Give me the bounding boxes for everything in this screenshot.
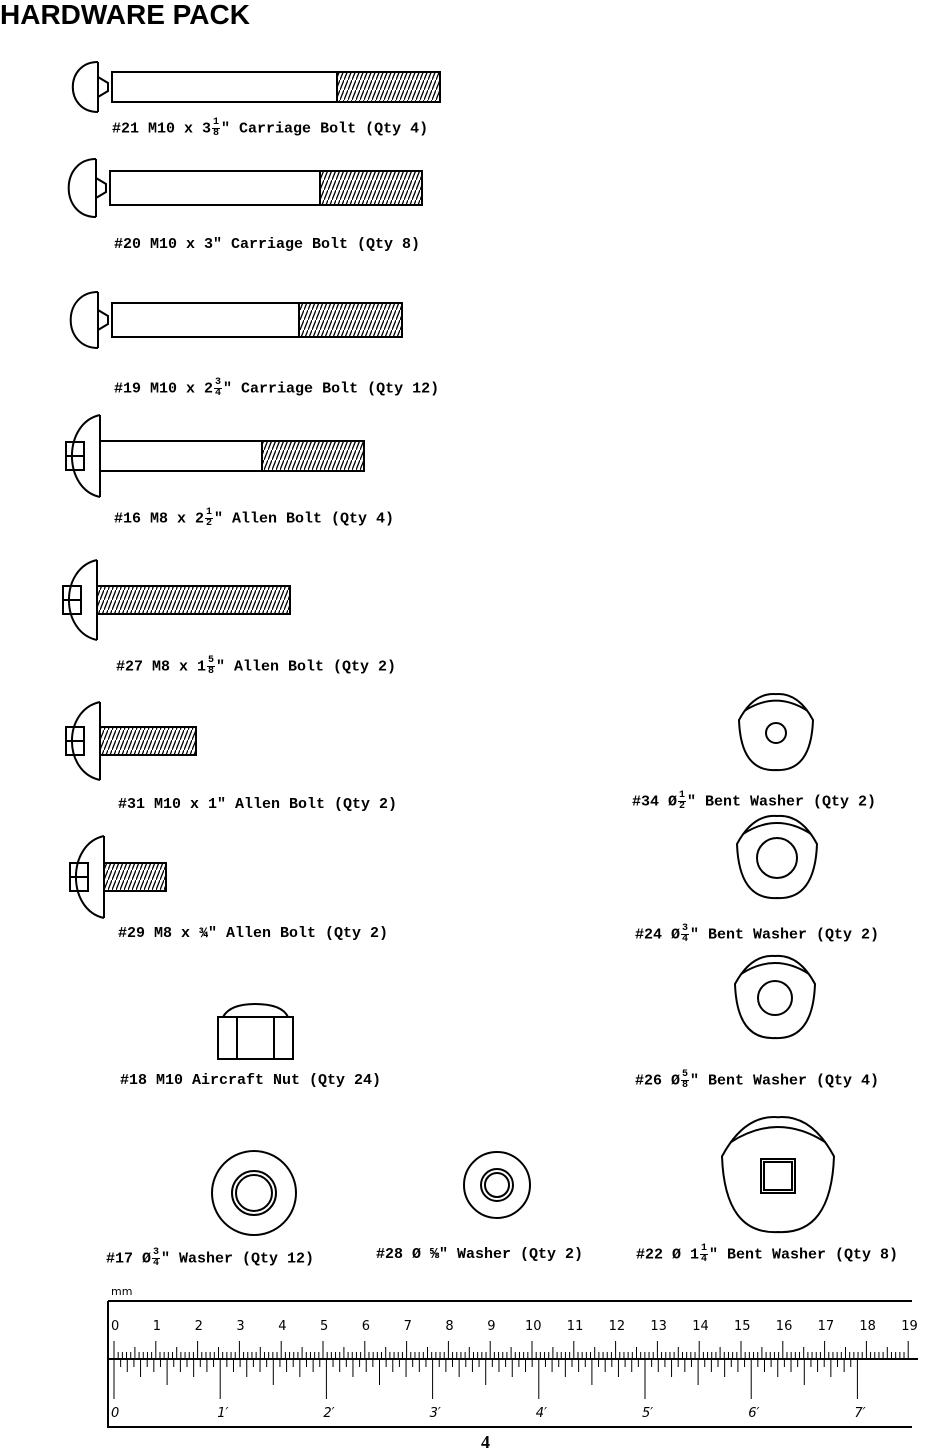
inch-tick-label: 2′	[323, 1406, 335, 1421]
cm-tick-label: 6	[361, 1319, 371, 1334]
aircraft-nut-icon	[217, 1002, 294, 1060]
inch-tick-label: 5′	[642, 1406, 654, 1421]
part-label-31: #31 M10 x 1" Allen Bolt (Qty 2)	[118, 796, 398, 813]
bent-washer-24-icon	[735, 814, 819, 900]
part-label-29: #29 M8 x ¾" Allen Bolt (Qty 2)	[118, 925, 389, 942]
cm-tick-label: 1	[152, 1319, 162, 1334]
cm-tick-label: 19	[901, 1319, 918, 1334]
allen-bolt-27-icon	[62, 559, 291, 641]
cm-tick-label: 17	[817, 1319, 835, 1334]
carriage-bolt-20-icon	[67, 158, 423, 218]
ruler-unit-label: mm	[111, 1285, 133, 1298]
cm-tick-label: 0	[111, 1319, 120, 1334]
inch-tick-label: 4′	[535, 1406, 548, 1421]
part-label-28: #28 Ø ⅝" Washer (Qty 2)	[376, 1246, 584, 1263]
cm-tick-label: 2	[194, 1319, 203, 1334]
flat-washer-17-icon	[211, 1150, 297, 1236]
cm-tick-label: 16	[775, 1319, 793, 1334]
cm-tick-label: 11	[566, 1319, 584, 1334]
inch-tick-label: 6′	[748, 1406, 760, 1421]
measurement-ruler	[107, 1300, 918, 1428]
bent-washer-26-icon	[733, 954, 817, 1040]
inch-tick-label: 0	[111, 1406, 120, 1421]
page-title: HARDWARE PACK	[0, 0, 250, 30]
inch-tick-label: 7′	[854, 1406, 866, 1421]
cm-tick-label: 15	[734, 1319, 751, 1334]
allen-bolt-31-icon	[65, 701, 197, 781]
cm-tick-label: 10	[525, 1319, 542, 1334]
carriage-bolt-19-icon	[69, 291, 403, 349]
allen-bolt-16-icon	[65, 414, 365, 498]
inch-tick-label: 1′	[217, 1406, 229, 1421]
cm-tick-label: 7	[403, 1319, 412, 1334]
part-label-18: #18 M10 Aircraft Nut (Qty 24)	[120, 1072, 382, 1089]
bent-washer-34-icon	[737, 693, 815, 772]
cm-tick-label: 3	[236, 1319, 245, 1334]
part-label-20: #20 M10 x 3" Carriage Bolt (Qty 8)	[114, 236, 421, 253]
page-number: 4	[481, 1432, 490, 1452]
cm-tick-label: 9	[487, 1319, 496, 1334]
allen-bolt-29-icon	[69, 835, 167, 919]
cm-tick-label: 4	[278, 1319, 287, 1334]
flat-washer-28-icon	[463, 1151, 531, 1219]
cm-tick-label: 14	[692, 1319, 709, 1334]
cm-tick-label: 8	[445, 1319, 454, 1334]
cm-tick-label: 5	[320, 1319, 329, 1334]
bent-washer-22-icon	[720, 1116, 836, 1234]
carriage-bolt-21-icon	[72, 61, 441, 113]
inch-tick-label: 3′	[429, 1406, 441, 1421]
cm-tick-label: 18	[859, 1319, 876, 1334]
cm-tick-label: 12	[608, 1319, 626, 1334]
cm-tick-label: 13	[650, 1319, 667, 1334]
